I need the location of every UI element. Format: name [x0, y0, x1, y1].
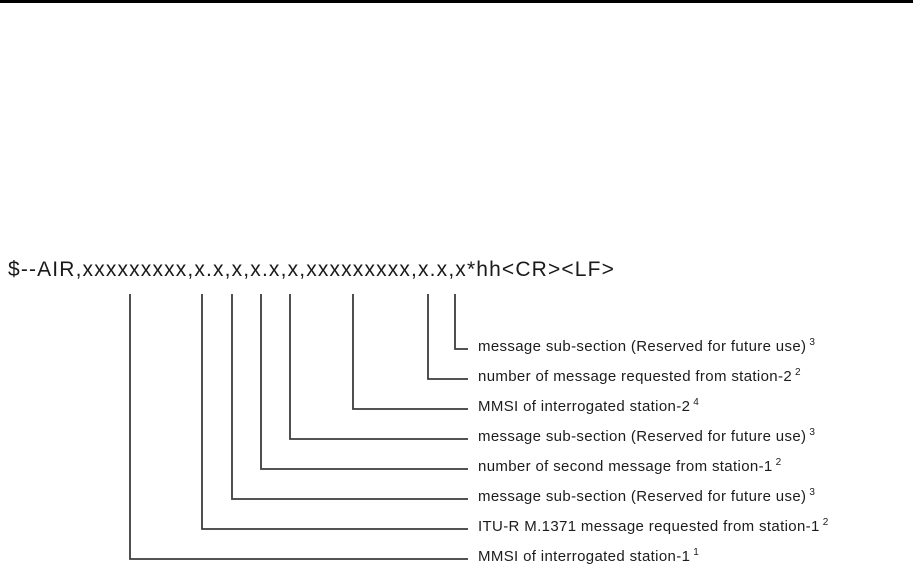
- field-label-text: MMSI of interrogated station-2: [478, 398, 691, 415]
- field-label-text: number of message requested from station…: [478, 368, 793, 385]
- footnote-ref: 2: [795, 367, 801, 378]
- footnote-ref: 3: [809, 427, 815, 438]
- field-label-text: message sub-section (Reserved for future…: [478, 338, 807, 355]
- footnote-ref: 1: [693, 547, 699, 558]
- field-label-text: message sub-section (Reserved for future…: [478, 488, 807, 505]
- footnote-ref: 3: [809, 487, 815, 498]
- top-rule: [0, 0, 913, 3]
- field-label-text: ITU-R M.1371 message requested from stat…: [478, 518, 820, 535]
- field-label-text: MMSI of interrogated station-1: [478, 548, 691, 565]
- field-label-text: number of second message from station-1: [478, 458, 773, 475]
- field-label-row: ITU-R M.1371 message requested from stat…: [478, 517, 828, 535]
- footnote-ref: 2: [775, 457, 782, 468]
- field-label-row: message sub-section (Reserved for future…: [478, 427, 815, 445]
- field-label-row: number of message requested from station…: [478, 367, 801, 385]
- footnote-ref: 4: [693, 397, 699, 408]
- field-label-text: message sub-section (Reserved for future…: [478, 428, 807, 445]
- footnote-ref: 2: [822, 517, 829, 528]
- footnote-ref: 3: [809, 337, 815, 348]
- field-label-row: message sub-section (Reserved for future…: [478, 487, 815, 505]
- nmea-sentence-format: $--AIR,xxxxxxxxx,x.x,x,x.x,x,xxxxxxxxx,x…: [8, 258, 616, 281]
- field-label-row: message sub-section (Reserved for future…: [478, 337, 815, 355]
